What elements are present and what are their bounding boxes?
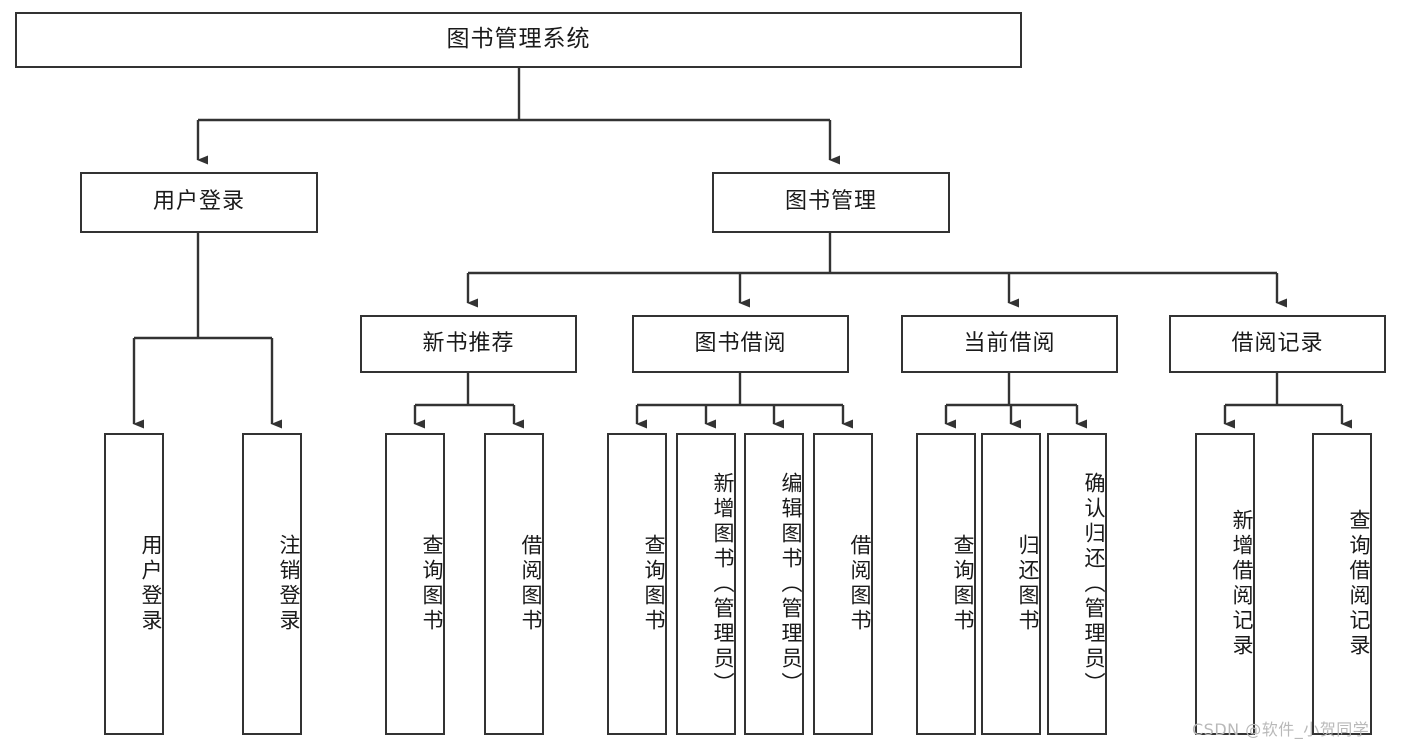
leaf-query-book-1[interactable]: 查询图书 <box>385 433 445 735</box>
node-user-login[interactable]: 用户登录 <box>80 172 318 233</box>
leaf-borrow-book-2-label: 借阅图书 <box>848 534 872 634</box>
node-book-management[interactable]: 图书管理 <box>712 172 950 233</box>
leaf-borrow-book-1[interactable]: 借阅图书 <box>484 433 544 735</box>
node-root-system[interactable]: 图书管理系统 <box>15 12 1022 68</box>
leaf-confirm-return-label: 确认归还（管理员） <box>1082 471 1106 697</box>
leaf-query-book-2[interactable]: 查询图书 <box>607 433 667 735</box>
leaf-query-record-label: 查询借阅记录 <box>1347 509 1371 659</box>
leaf-add-book-label: 新增图书（管理员） <box>711 471 735 697</box>
csdn-watermark: CSDN @软件_小贺同学 <box>1192 720 1370 739</box>
leaf-logout-login[interactable]: 注销登录 <box>242 433 302 735</box>
leaf-add-book[interactable]: 新增图书（管理员） <box>676 433 736 735</box>
leaf-query-record[interactable]: 查询借阅记录 <box>1312 433 1372 735</box>
leaf-user-login[interactable]: 用户登录 <box>104 433 164 735</box>
node-borrow-record-label: 借阅记录 <box>1231 330 1324 356</box>
leaf-user-login-label: 用户登录 <box>139 534 163 634</box>
leaf-query-book-3[interactable]: 查询图书 <box>916 433 976 735</box>
leaf-return-book-label: 归还图书 <box>1016 534 1040 634</box>
node-borrow-record[interactable]: 借阅记录 <box>1169 315 1386 373</box>
node-book-management-label: 图书管理 <box>784 189 877 215</box>
leaf-return-book[interactable]: 归还图书 <box>981 433 1041 735</box>
leaf-query-book-2-label: 查询图书 <box>642 534 666 634</box>
leaf-borrow-book-1-label: 借阅图书 <box>519 534 543 634</box>
leaf-add-record-label: 新增借阅记录 <box>1230 509 1254 659</box>
leaf-edit-book[interactable]: 编辑图书（管理员） <box>744 433 804 735</box>
leaf-edit-book-label: 编辑图书（管理员） <box>779 471 803 697</box>
node-user-login-label: 用户登录 <box>152 189 245 215</box>
node-root-label: 图书管理系统 <box>446 26 591 53</box>
node-current-borrow-label: 当前借阅 <box>963 330 1056 356</box>
leaf-query-book-1-label: 查询图书 <box>420 534 444 634</box>
node-current-borrow[interactable]: 当前借阅 <box>901 315 1118 373</box>
leaf-logout-login-label: 注销登录 <box>277 534 301 634</box>
node-book-borrow[interactable]: 图书借阅 <box>632 315 849 373</box>
node-book-borrow-label: 图书借阅 <box>694 330 787 356</box>
leaf-query-book-3-label: 查询图书 <box>951 534 975 634</box>
node-new-book-recommend-label: 新书推荐 <box>422 330 515 356</box>
leaf-add-record[interactable]: 新增借阅记录 <box>1195 433 1255 735</box>
node-new-book-recommend[interactable]: 新书推荐 <box>360 315 577 373</box>
leaf-confirm-return[interactable]: 确认归还（管理员） <box>1047 433 1107 735</box>
leaf-borrow-book-2[interactable]: 借阅图书 <box>813 433 873 735</box>
